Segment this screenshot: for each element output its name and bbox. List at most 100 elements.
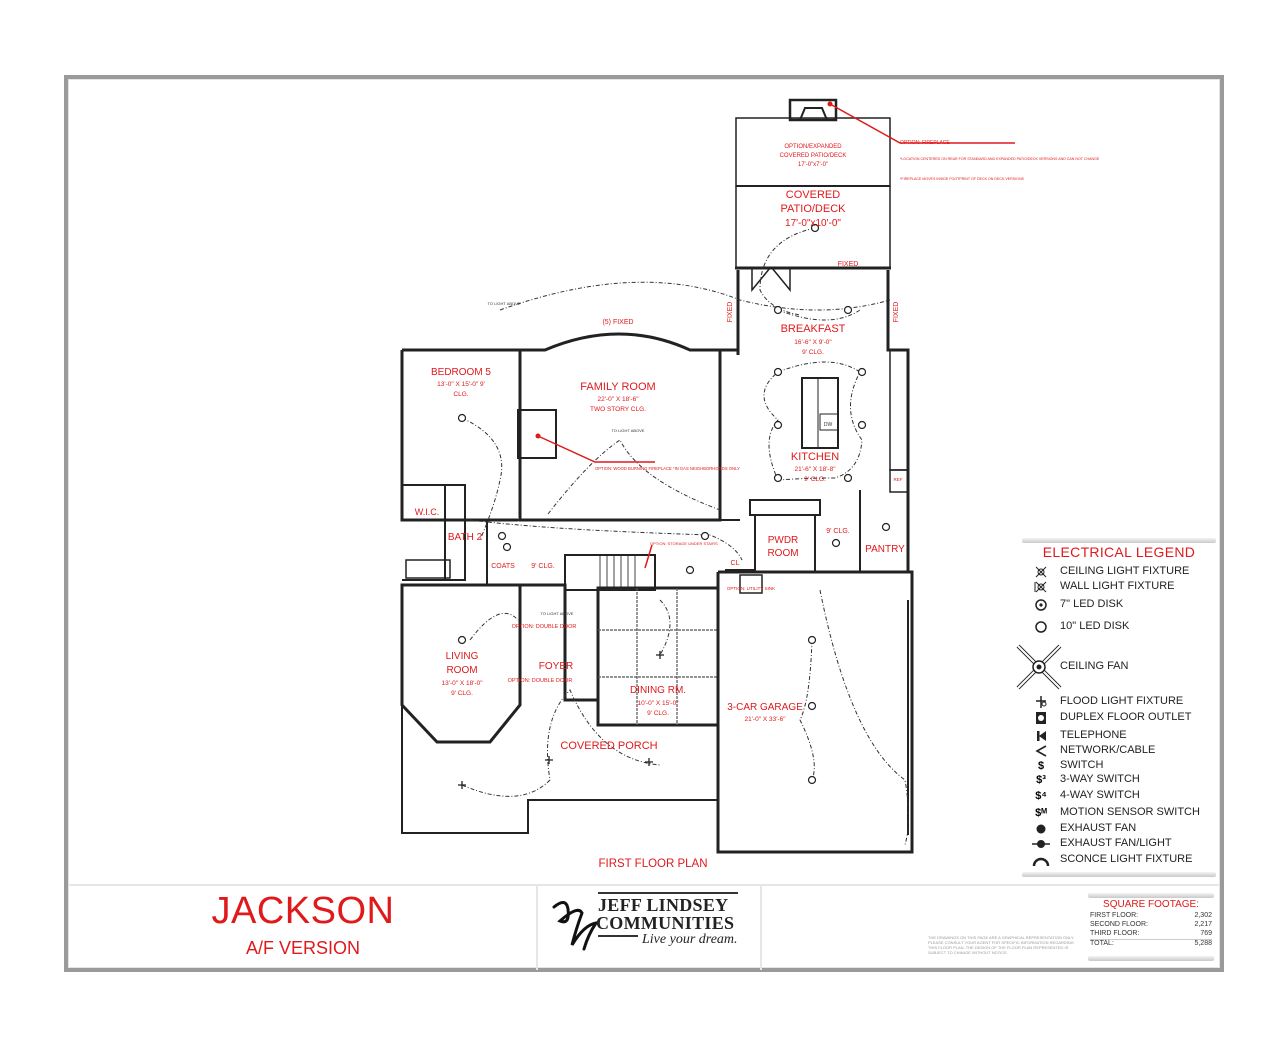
legend-item: EXHAUST FAN/LIGHT <box>1060 837 1172 849</box>
wic-label: W.I.C. <box>415 507 440 517</box>
three-way-switch-icon: $³ <box>1036 774 1046 786</box>
covered-patio-label-1: COVERED <box>786 189 840 201</box>
sconce-light-fixture-icon <box>1032 857 1050 867</box>
sqft-label: THIRD FLOOR: <box>1090 930 1140 937</box>
legend-bottom-bar <box>1022 872 1216 877</box>
sqft-row: SECOND FLOOR:2,217 <box>1090 921 1212 928</box>
bedroom-5-label: BEDROOM 5 <box>431 367 491 378</box>
fireplace-option-title: OPTION: FIREPLACE <box>900 140 950 146</box>
legend-top-bar <box>1022 538 1216 543</box>
telephone-icon <box>1037 731 1046 741</box>
legend-item: EXHAUST FAN <box>1060 822 1137 834</box>
legend-item: CEILING LIGHT FIXTURE <box>1060 565 1190 577</box>
dishwasher-label: DW <box>824 422 833 428</box>
legend-item: SWITCH <box>1060 759 1104 771</box>
kitchen-label: KITCHEN <box>791 451 839 463</box>
legend-title: ELECTRICAL LEGEND <box>1042 544 1196 560</box>
dining-rm-dims: 10'-0" X 15'-0" <box>637 700 679 707</box>
brand-name-line-1: JEFF LINDSEY <box>598 895 729 915</box>
legend-item: CEILING FAN <box>1060 660 1129 672</box>
light-fixtures <box>457 223 891 785</box>
breakfast-ceiling: 9' CLG. <box>802 349 824 356</box>
legend-item: WALL LIGHT FIXTURE <box>1060 580 1175 592</box>
disclaimer-text: THE DRAWINGS ON THIS PAGE ARE A GRAPHICA… <box>928 935 1075 955</box>
project-name: JACKSON <box>211 890 395 932</box>
ceiling-light-fixture-icon <box>1035 566 1047 578</box>
title-block: JACKSON A/F VERSION <box>68 884 1220 970</box>
bedroom-5-ceiling: CLG. <box>453 391 468 398</box>
hall-ceiling-label: 9' CLG. <box>531 563 555 570</box>
pantry-ceiling-label: 9' CLG. <box>826 528 850 535</box>
brand-name-line-2: COMMUNITIES <box>596 913 735 933</box>
foyer-label: FOYER <box>539 661 573 672</box>
switch-icon: $ <box>1037 760 1045 772</box>
stair-option-note: OPTION: STORAGE UNDER STAIRS <box>650 541 718 546</box>
coats-label: COATS <box>491 563 515 570</box>
sqft-label: SECOND FLOOR: <box>1090 921 1148 928</box>
legend-item: NETWORK/CABLE <box>1060 744 1156 756</box>
legend-item: 10" LED DISK <box>1060 620 1130 632</box>
motion-sensor-switch-icon: $ᴹ <box>1035 807 1047 819</box>
plan-title: FIRST FLOOR PLAN <box>598 858 707 870</box>
legend-item: SCONCE LIGHT FIXTURE <box>1060 853 1193 865</box>
title-block-logo-cell <box>538 886 762 970</box>
living-room-ceiling: 9' CLG. <box>451 690 473 697</box>
utility-sink-note: OPTION: UTILITY SINK <box>727 586 775 591</box>
double-door-note-bottom: OPTION: DOUBLE DOOR <box>508 678 573 684</box>
fixed-note-right: FIXED <box>893 302 900 323</box>
pwdr-room-label-1: PWDR <box>768 535 799 546</box>
duplex-floor-outlet-icon <box>1036 712 1046 724</box>
brand-tagline: Live your dream. <box>642 932 738 947</box>
sheet-inner-rule <box>68 79 1220 968</box>
to-light-above-note-1: TO LIGHT ABOVE <box>488 301 521 306</box>
dining-rm-label: DINING RM. <box>630 685 686 696</box>
logo-rule-top <box>598 892 738 894</box>
breakfast-label: BREAKFAST <box>781 323 846 335</box>
sqft-title: SQUARE FOOTAGE: <box>1103 899 1199 910</box>
sqft-value: 2,302 <box>1194 912 1212 919</box>
fireplace-option-note-1: *LOCATION CENTERED ON REAR FOR STANDARD … <box>900 157 1100 161</box>
expanded-patio-label-2: COVERED PATIO/DECK <box>780 153 847 159</box>
sqft-value: 769 <box>1200 930 1212 937</box>
closet-label: CL <box>731 560 740 567</box>
room-labels: OPTION/EXPANDED COVERED PATIO/DECK 17'-0… <box>415 140 1100 870</box>
led-disk-10-icon <box>1035 621 1047 633</box>
sqft-value: 5,288 <box>1194 940 1212 947</box>
refrigerator-label: REF <box>894 477 903 482</box>
sqft-row-total: TOTAL:5,288 <box>1090 939 1212 947</box>
ceiling-fan-icon <box>1016 644 1062 690</box>
family-fixed-note: (5) FIXED <box>602 319 633 326</box>
flood-fixtures <box>458 651 664 789</box>
pwdr-room-label-2: ROOM <box>767 548 798 559</box>
living-room-dims: 13'-0" X 18'-0" <box>441 680 483 687</box>
dining-rm-ceiling: 9' CLG. <box>647 710 669 717</box>
pantry-label: PANTRY <box>865 544 905 555</box>
title-block-project-cell <box>68 886 538 970</box>
sqft-label: FIRST FLOOR: <box>1090 912 1139 919</box>
logo-rule-bottom <box>598 935 638 937</box>
legend-item: DUPLEX FLOOR OUTLET <box>1060 711 1192 723</box>
drawing-sheet-border <box>64 75 1224 972</box>
project-version: A/F VERSION <box>245 938 361 958</box>
bedroom-5-dims: 13'-0" X 15'-0" 9' <box>437 381 485 388</box>
to-light-above-note-2: TO LIGHT ABOVE <box>612 428 645 433</box>
sqft-top-bar <box>1088 893 1214 898</box>
four-way-switch-icon: $⁴ <box>1035 790 1047 802</box>
led-disk-7-icon <box>1035 599 1047 611</box>
legend-item: MOTION SENSOR SWITCH <box>1060 806 1200 818</box>
brand-logo <box>538 885 758 967</box>
exhaust-fan-icon <box>1036 824 1046 834</box>
sqft-row: FIRST FLOOR: 2,302 <box>1090 912 1212 919</box>
expanded-patio-label-1: OPTION/EXPANDED <box>784 144 842 150</box>
sqft-bottom-bar <box>1088 956 1214 961</box>
family-room-dims: 22'-0" X 18'-6" <box>597 396 639 403</box>
logo-monogram-icon <box>552 901 600 951</box>
family-room-ceiling: TWO STORY CLG. <box>590 406 646 413</box>
wood-fireplace-note: OPTION: WOOD BURNING FIREPLACE *IN GAS N… <box>595 466 740 471</box>
family-room-label: FAMILY ROOM <box>580 381 655 393</box>
sqft-row: THIRD FLOOR: 769 <box>1090 930 1212 937</box>
legend-item: FLOOD LIGHT FIXTURE <box>1060 695 1184 707</box>
covered-patio-dims: 17'-0"x10'-0" <box>785 218 841 229</box>
wall-light-fixture-icon <box>1034 581 1047 593</box>
walls <box>400 98 914 854</box>
